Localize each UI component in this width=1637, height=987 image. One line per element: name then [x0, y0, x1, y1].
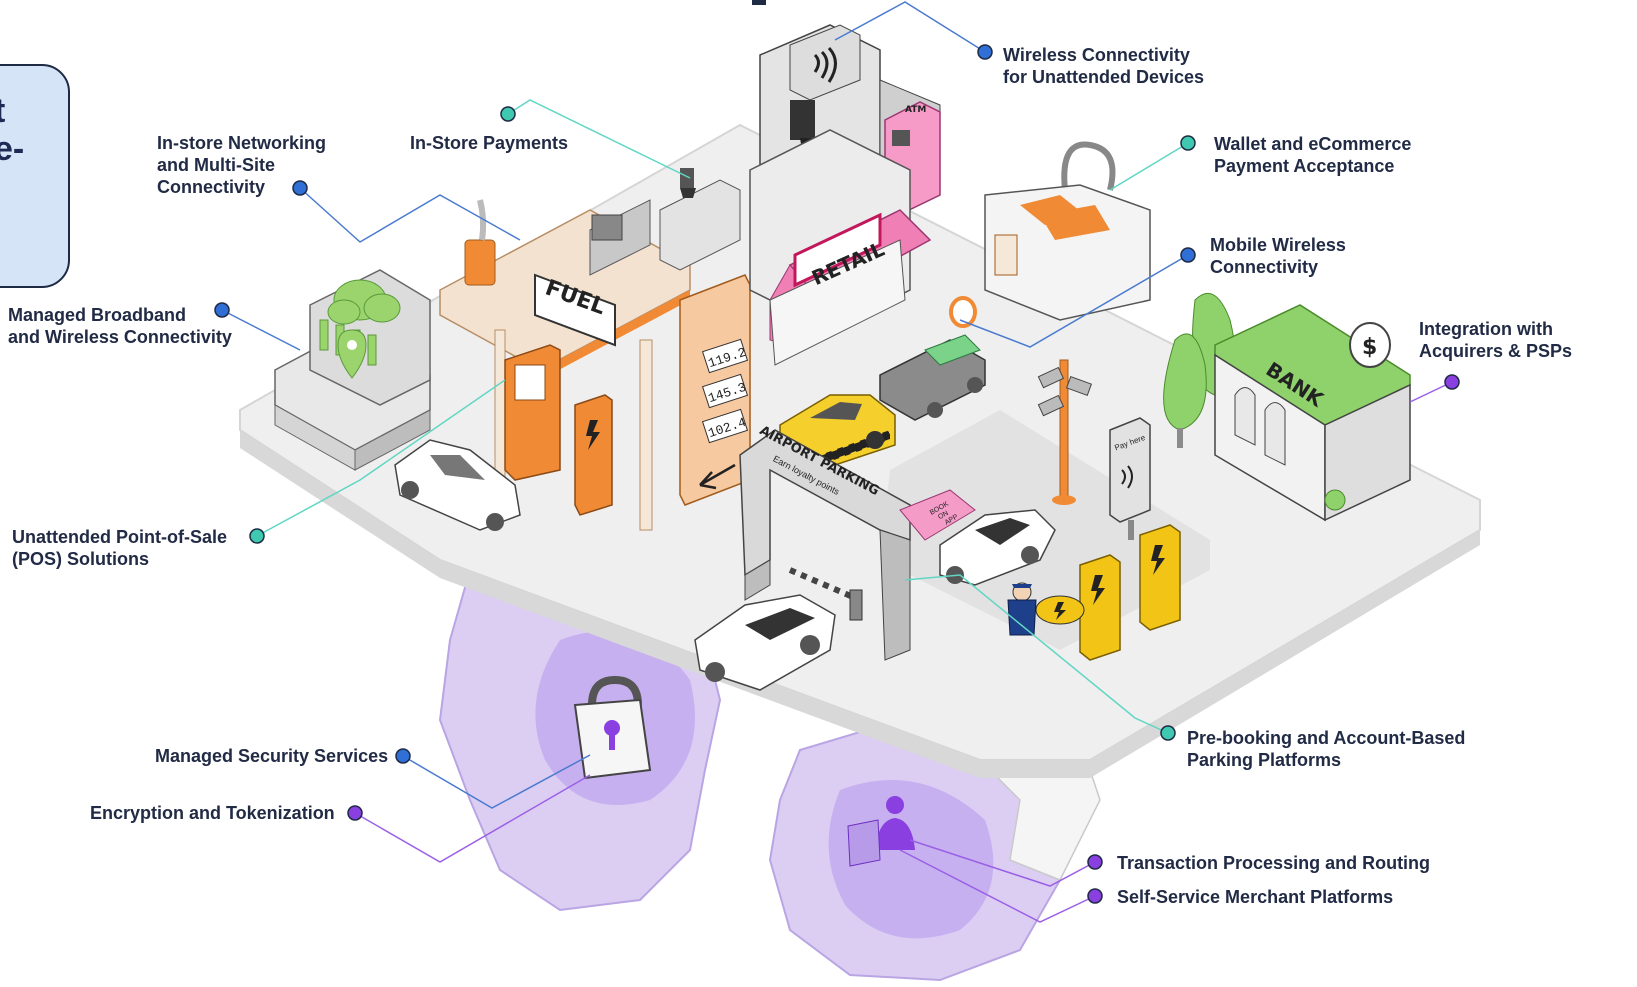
label-line: for Unattended Devices	[1003, 67, 1205, 87]
label-wallet-ecommerce: Wallet and eCommerce Payment Acceptance	[1214, 133, 1411, 177]
book-on-app-sign: BOOK ON APP	[899, 489, 976, 541]
dollar-icon: $	[1349, 322, 1391, 368]
ev-floor-marker	[1035, 595, 1085, 625]
label-in-store-payments: In-Store Payments	[410, 132, 568, 154]
shopping-bag	[984, 141, 1151, 321]
dot-mobile-wireless	[1180, 247, 1196, 263]
label-integration-acquirers: Integration with Acquirers & PSPs	[1419, 318, 1572, 362]
merchant-person	[847, 796, 915, 867]
price-board: 119.2 145.3 102.4	[679, 274, 751, 506]
callout-text: t e-	[0, 92, 25, 168]
label-line: Pre-booking and Account-Based	[1187, 728, 1466, 748]
bank-building: BANK $	[1214, 304, 1411, 522]
cart-icon	[680, 168, 696, 198]
retail-store: RETAIL	[749, 129, 932, 366]
location-pin-icon	[337, 329, 367, 379]
label-line: Integration with	[1419, 319, 1553, 339]
atm-label: ATM	[905, 105, 926, 115]
label-line: and Wireless Connectivity	[8, 327, 232, 347]
dot-managed-broadband	[214, 302, 230, 318]
dot-unattended-pos	[249, 528, 265, 544]
callout-box	[0, 64, 70, 288]
label-line: and Multi-Site	[157, 155, 275, 175]
white-car-left	[394, 439, 521, 531]
label-pre-booking: Pre-booking and Account-Based Parking Pl…	[1187, 727, 1465, 771]
leader-dots	[214, 44, 1460, 904]
server-cloud	[274, 269, 431, 471]
label-line: (POS) Solutions	[12, 549, 149, 569]
lock-icon	[573, 675, 652, 780]
label-line: Connectivity	[1210, 257, 1319, 277]
label-in-store-networking: In-store Networking and Multi-Site Conne…	[157, 132, 326, 198]
label-line: Self-Service Merchant Platforms	[1117, 887, 1394, 907]
label-line: Managed Security Services	[155, 746, 389, 766]
ev-charger-1	[1079, 554, 1121, 661]
label-encryption: Encryption and Tokenization	[90, 802, 335, 824]
dot-wallet	[1180, 135, 1196, 151]
label-line: Wallet and eCommerce	[1214, 134, 1412, 154]
pay-here-kiosk: Pay here	[1109, 417, 1151, 540]
fuel-pump-2	[574, 394, 613, 516]
pos-terminal	[879, 296, 986, 421]
contactless-icon	[813, 46, 837, 83]
dot-self-service	[1087, 888, 1103, 904]
dot-managed-security	[395, 748, 411, 764]
dot-in-store-payments	[500, 106, 516, 122]
label-line: Connectivity	[157, 177, 266, 197]
label-line: Mobile Wireless	[1210, 235, 1346, 255]
label-line: Transaction Processing and Routing	[1117, 853, 1431, 873]
dot-pre-booking	[1160, 725, 1176, 741]
dot-integration	[1444, 374, 1460, 390]
shop-counter	[589, 168, 741, 276]
on-text: ON	[937, 510, 950, 521]
leader-lines	[221, 1, 1453, 923]
white-car-parking	[939, 509, 1056, 586]
label-self-service: Self-Service Merchant Platforms	[1117, 886, 1393, 908]
label-line: In-Store Payments	[410, 133, 569, 153]
label-mobile-wireless: Mobile Wireless Connectivity	[1210, 234, 1346, 278]
label-line: Unattended Point-of-Sale	[12, 527, 227, 547]
label-managed-broadband: Managed Broadband and Wireless Connectiv…	[8, 304, 232, 348]
label-line: Acquirers & PSPs	[1419, 341, 1573, 361]
label-wireless-unattended: Wireless Connectivity for Unattended Dev…	[1003, 44, 1204, 88]
dollar-symbol: $	[1362, 335, 1377, 360]
label-line: Payment Acceptance	[1214, 156, 1395, 176]
top-edge-fragment	[752, 0, 766, 5]
dot-in-store-networking	[292, 180, 308, 196]
label-line: Encryption and Tokenization	[90, 803, 335, 823]
dot-encryption	[347, 805, 363, 821]
dot-wireless-unattended	[977, 44, 993, 60]
fuel-pump-1	[504, 344, 561, 481]
label-transaction-processing: Transaction Processing and Routing	[1117, 852, 1430, 874]
label-line: Parking Platforms	[1187, 750, 1342, 770]
fuel-station: FUEL 119.2 145.3 102.4	[439, 199, 751, 531]
label-line: Wireless Connectivity	[1003, 45, 1190, 65]
label-managed-security: Managed Security Services	[155, 745, 388, 767]
cloud-icon	[327, 279, 401, 325]
label-line: In-store Networking	[157, 133, 327, 153]
label-line: Managed Broadband	[8, 305, 187, 325]
white-car-front	[694, 594, 836, 691]
ev-charger-2	[1139, 524, 1181, 631]
dot-transaction-processing	[1087, 854, 1103, 870]
lightning-icon	[586, 420, 600, 450]
cctv-pole	[1037, 359, 1093, 505]
label-unattended-pos: Unattended Point-of-Sale (POS) Solutions	[12, 526, 227, 570]
parking-attendant	[1007, 582, 1037, 636]
